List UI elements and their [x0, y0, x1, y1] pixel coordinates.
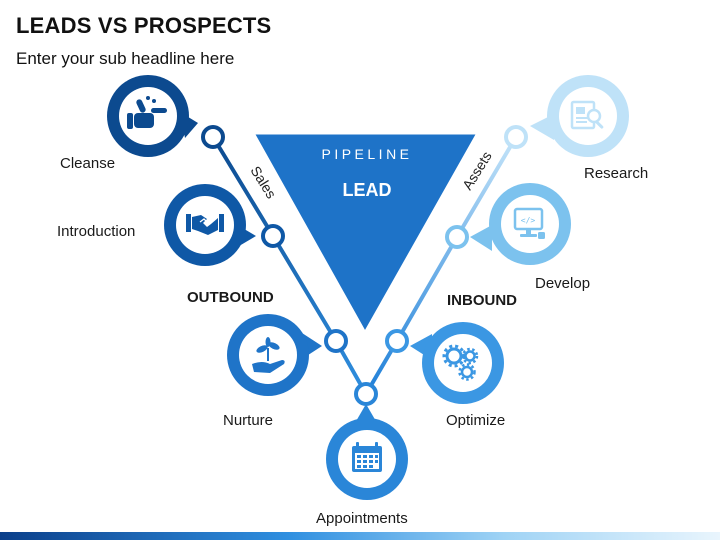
group-label-inbound: INBOUND — [447, 292, 517, 309]
node-develop — [445, 225, 469, 249]
computer-code-icon: </> — [513, 207, 545, 239]
step-label-appointments: Appointments — [316, 510, 408, 527]
introduction-bubble — [164, 184, 256, 266]
svg-text:</>: </> — [521, 216, 536, 225]
step-label-research: Research — [584, 165, 649, 182]
step-label-nurture: Nurture — [223, 412, 274, 429]
funnel-main-label: LEAD — [343, 180, 392, 200]
research-bubble — [530, 75, 629, 157]
node-introduction — [261, 224, 285, 248]
calendar-icon — [352, 442, 382, 472]
cleanse-bubble — [107, 75, 198, 157]
footer-gradient-bar — [0, 532, 720, 540]
page-subtitle: Enter your sub headline here — [16, 49, 235, 68]
node-research — [504, 125, 528, 149]
step-label-optimize: Optimize — [446, 412, 506, 429]
sales-path-line — [211, 135, 368, 395]
group-label-outbound: OUTBOUND — [187, 289, 274, 306]
nurture-bubble — [227, 314, 322, 396]
step-label-cleanse: Cleanse — [60, 155, 116, 172]
pipeline-funnel: PIPELINE LEAD — [250, 131, 481, 337]
assets-path-line — [364, 135, 518, 396]
node-appointments — [354, 382, 378, 406]
step-label-develop: Develop — [535, 275, 591, 292]
node-nurture — [324, 329, 348, 353]
handshake-icon — [186, 214, 224, 235]
funnel-top-label: PIPELINE — [321, 146, 412, 162]
thumbs-up-hand-icon — [127, 96, 167, 129]
optimize-bubble — [410, 322, 504, 404]
plant-in-hand-icon — [252, 337, 285, 373]
develop-bubble: </> — [470, 183, 571, 265]
node-cleanse — [201, 125, 225, 149]
gears-icon — [442, 344, 479, 381]
page-title: LEADS VS PROSPECTS — [16, 13, 272, 38]
appointments-bubble — [326, 404, 408, 500]
node-optimize — [385, 329, 409, 353]
document-magnifier-icon — [570, 100, 604, 130]
step-label-introduction: Introduction — [57, 223, 136, 240]
